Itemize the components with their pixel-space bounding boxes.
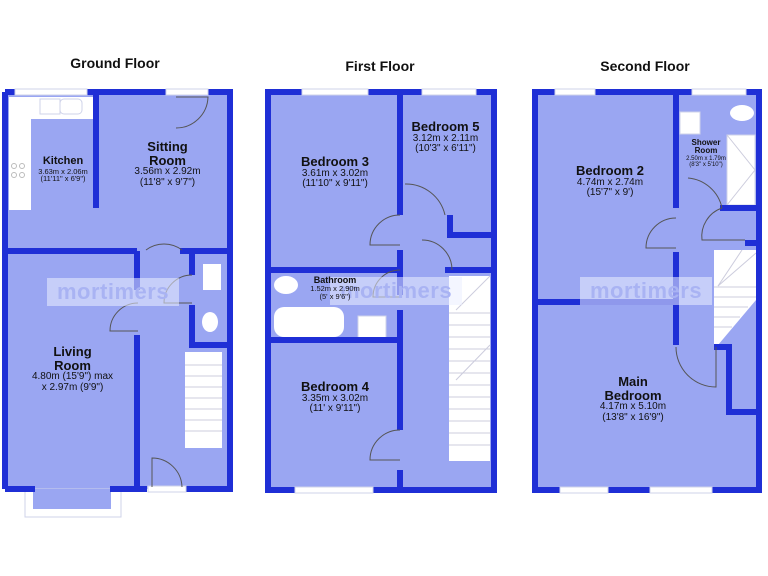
room-name-line2: Bedroom — [604, 387, 662, 403]
room-metric: 1.52m x 2.90m — [310, 284, 360, 294]
room-name: Bedroom 2 — [576, 163, 644, 178]
room-bedroom-2: Bedroom 2 4.74m x 2.74m (15'7" x 9') — [555, 164, 665, 199]
watermark-ground: mortimers — [47, 278, 180, 306]
room-name-line1: Living — [53, 344, 92, 359]
room-sitting-room: Sitting Room 3.56m x 2.92m (11'8" x 9'7"… — [120, 140, 215, 188]
room-imperial: (8'3" x 5'10") — [689, 162, 723, 169]
watermark-second: mortimers — [580, 277, 713, 305]
room-imperial: (11'11" x 6'9") — [40, 174, 86, 184]
room-name-line1: Main — [618, 374, 648, 389]
room-imperial: (11'8" x 9'7") — [139, 176, 196, 188]
second-floor-title: Second Floor — [600, 58, 690, 74]
room-imperial: (11'10" x 9'11") — [302, 178, 368, 190]
room-metric: 4.17m x 5.10m — [599, 401, 667, 413]
room-name: Bedroom 5 — [411, 119, 480, 134]
room-bedroom-3: Bedroom 3 3.61m x 3.02m (11'10" x 9'11") — [280, 155, 390, 190]
room-name-line2: Room — [149, 152, 186, 168]
room-name-line1: Sitting — [147, 139, 188, 154]
room-name-line1: Shower — [691, 138, 721, 147]
room-imperial: (5' x 9'6") — [319, 292, 351, 302]
room-metric: 3.35m x 3.02m — [301, 392, 369, 404]
room-metric: 4.74m x 2.74m — [576, 176, 644, 188]
room-imperial: (11' x 9'11") — [309, 403, 361, 415]
room-name-line2: Room — [694, 146, 718, 156]
room-shower-room: Shower Room 2.50m x 1.79m (8'3" x 5'10") — [680, 138, 732, 169]
room-metric: 3.63m x 2.06m — [38, 166, 88, 176]
room-imperial: x 2.97m (9'9") — [41, 381, 104, 393]
room-name: Bathroom — [313, 275, 357, 285]
room-name: Bedroom 4 — [301, 379, 369, 394]
room-living-room: Living Room 4.80m (15'9") max x 2.97m (9… — [15, 345, 130, 393]
room-main-bedroom: Main Bedroom 4.17m x 5.10m (13'8" x 16'9… — [578, 375, 688, 423]
room-metric: 3.12m x 2.11m — [412, 132, 479, 144]
room-metric: 4.80m (15'9") max — [31, 371, 114, 383]
room-metric: 3.56m x 2.92m — [134, 166, 201, 178]
room-imperial: (15'7" x 9') — [586, 187, 634, 199]
room-metric: 3.61m x 3.02m — [301, 167, 369, 179]
room-name: Bedroom 3 — [301, 154, 369, 169]
room-bedroom-5: Bedroom 5 3.12m x 2.11m (10'3" x 6'11") — [403, 120, 488, 155]
room-name-line2: Room — [54, 357, 91, 373]
room-imperial: (10'3" x 6'11") — [415, 143, 476, 155]
first-floor-title: First Floor — [345, 58, 415, 74]
ground-floor-title: Ground Floor — [70, 55, 160, 71]
room-bathroom: Bathroom 1.52m x 2.90m (5' x 9'6") — [300, 275, 370, 302]
watermark-first: mortimers — [330, 277, 463, 305]
room-metric: 2.50m x 1.79m — [686, 155, 726, 162]
room-bedroom-4: Bedroom 4 3.35m x 3.02m (11' x 9'11") — [280, 380, 390, 415]
room-name: Kitchen — [42, 155, 84, 167]
room-kitchen: Kitchen 3.63m x 2.06m (11'11" x 6'9") — [28, 155, 98, 184]
room-imperial: (13'8" x 16'9") — [602, 411, 664, 423]
second-floor-plan — [532, 88, 762, 494]
